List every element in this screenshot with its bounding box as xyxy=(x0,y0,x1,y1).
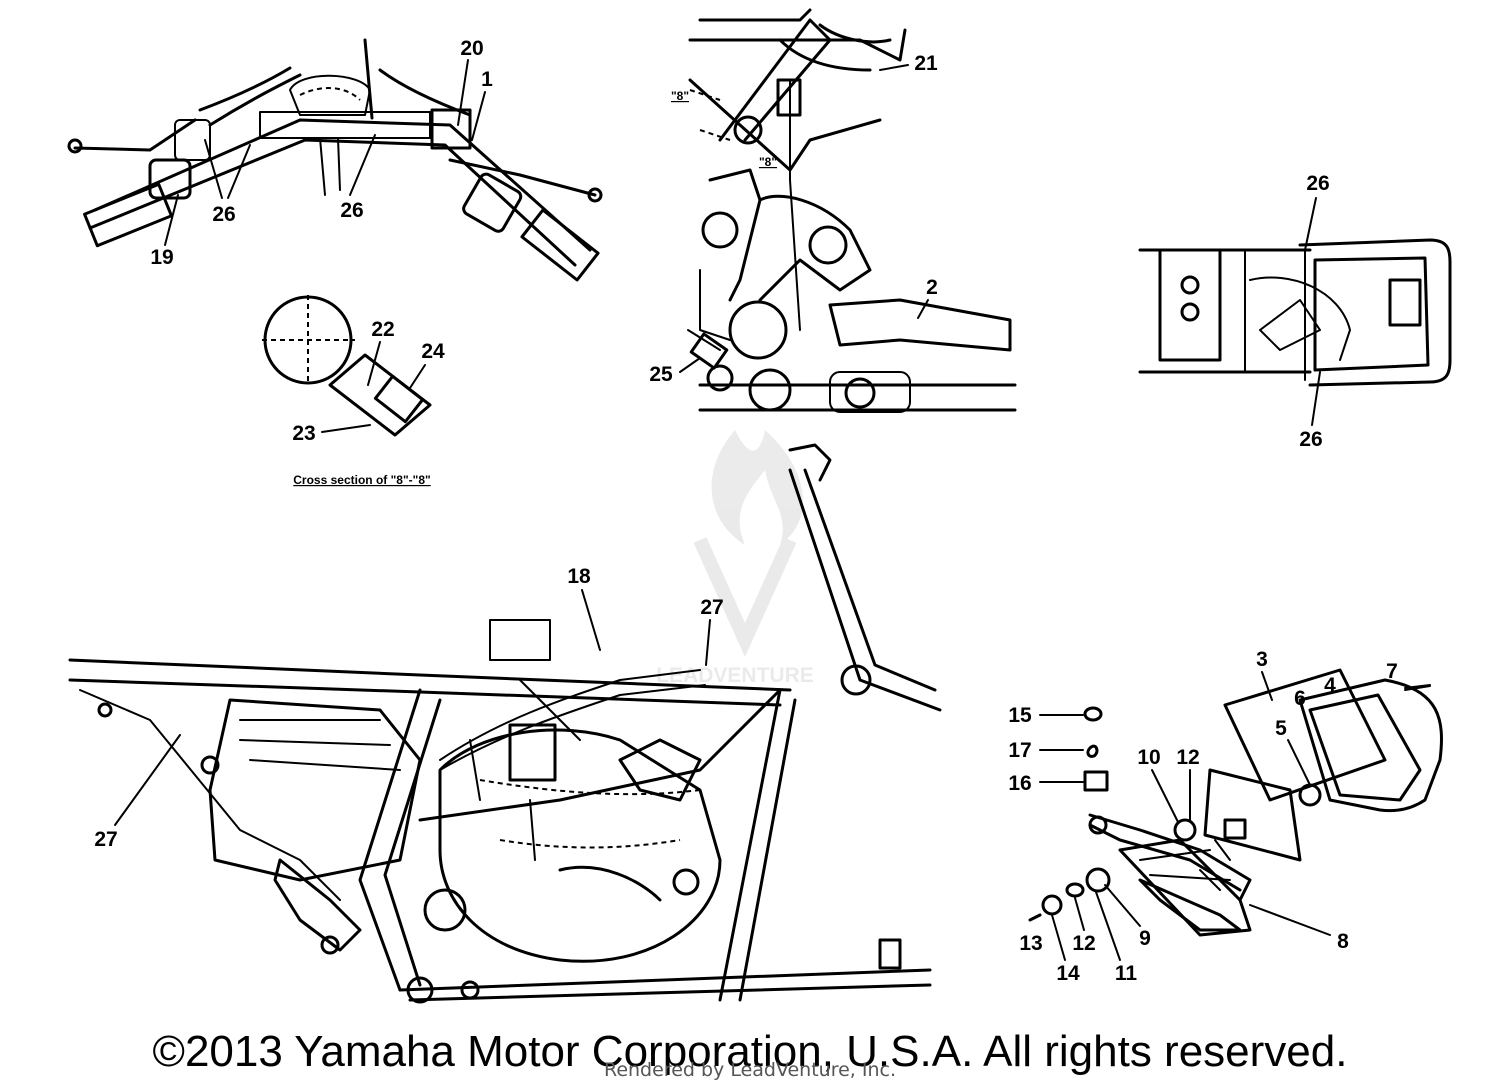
callout-14: 14 xyxy=(1056,962,1080,985)
taillight-exploded-view xyxy=(1028,668,1443,937)
main-frame xyxy=(68,443,942,1004)
parts-diagram: LEADVENTURE 20 1 26 26 19 22 xyxy=(67,8,1452,1004)
callout-18: 18 xyxy=(567,565,591,588)
callout-11: 11 xyxy=(1115,962,1138,985)
callout-21: 21 xyxy=(914,52,938,75)
watermark-text: LEADVENTURE xyxy=(656,664,814,687)
cross-section-detail xyxy=(262,295,432,437)
callout-3: 3 xyxy=(1256,648,1268,671)
callout-26: 26 xyxy=(340,199,363,222)
callout-26: 26 xyxy=(212,203,235,226)
callout-27: 27 xyxy=(94,828,117,851)
callout-27: 27 xyxy=(700,596,723,619)
callout-9: 9 xyxy=(1139,927,1151,950)
callout-15: 15 xyxy=(1008,704,1032,727)
callout-20: 20 xyxy=(460,37,483,60)
section-mark-8: "8" xyxy=(759,155,777,169)
section-mark-8: "8" xyxy=(671,89,689,103)
callout-10: 10 xyxy=(1137,746,1160,769)
cross-section-caption: Cross section of "8"-"8" xyxy=(293,473,430,487)
callout-12: 12 xyxy=(1176,746,1199,769)
callout-26: 26 xyxy=(1299,428,1322,451)
callout-17: 17 xyxy=(1008,739,1031,762)
callout-12: 12 xyxy=(1072,932,1095,955)
callout-6: 6 xyxy=(1294,687,1306,710)
callout-19: 19 xyxy=(150,246,173,269)
handlebar-assembly xyxy=(67,38,603,282)
callout-1: 1 xyxy=(481,68,493,91)
callout-2: 2 xyxy=(926,276,938,299)
copyright-notice: ©2013 Yamaha Motor Corporation, U.S.A. A… xyxy=(152,1027,1348,1076)
callout-8: 8 xyxy=(1337,930,1349,953)
callout-7: 7 xyxy=(1386,660,1398,683)
callout-22: 22 xyxy=(371,318,394,341)
rear-fender-detail xyxy=(1138,238,1452,387)
callout-26: 26 xyxy=(1306,172,1329,195)
rendered-by-notice: Rendered by LeadVenture, Inc. xyxy=(603,1059,897,1081)
callout-13: 13 xyxy=(1019,932,1042,955)
callout-16: 16 xyxy=(1008,772,1031,795)
callout-5: 5 xyxy=(1275,717,1287,740)
callout-23: 23 xyxy=(292,422,315,445)
frame-engine-detail xyxy=(687,8,1017,413)
callout-24: 24 xyxy=(421,340,445,363)
callout-25: 25 xyxy=(649,363,673,386)
callout-4: 4 xyxy=(1324,674,1336,697)
